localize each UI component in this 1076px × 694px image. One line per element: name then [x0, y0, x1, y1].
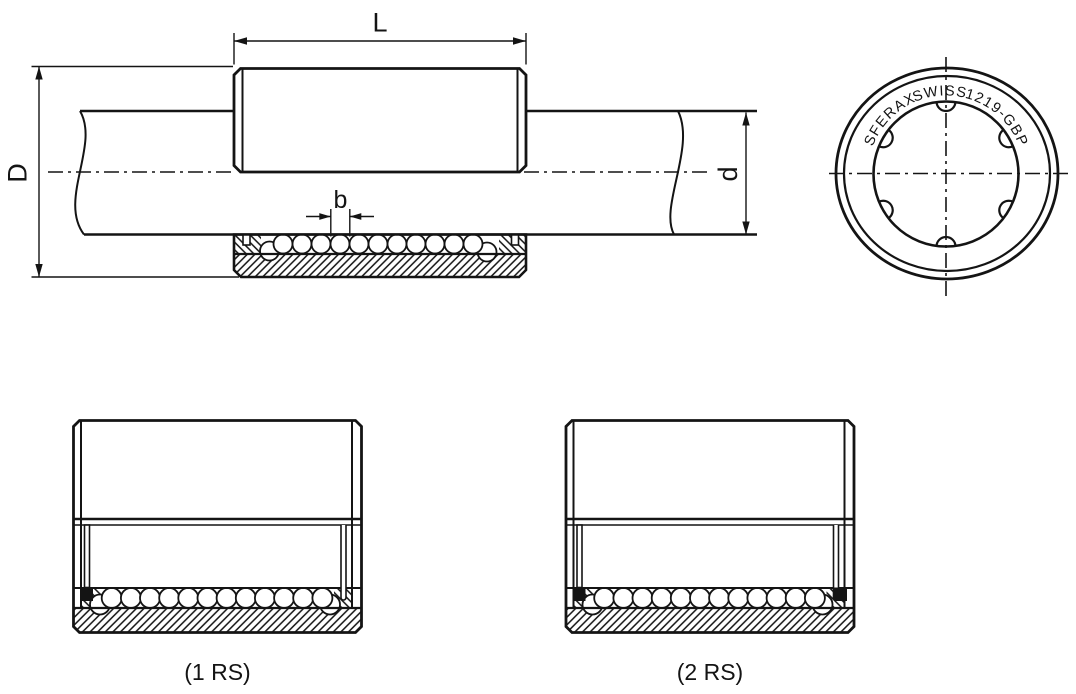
ball-groove [998, 128, 1015, 149]
ball-groove [935, 101, 957, 113]
arrowhead-right [349, 213, 362, 220]
bushing-outline [232, 67, 528, 174]
side-view: L D b d [3, 8, 757, 279]
bushing-detail-2rs [564, 419, 856, 634]
ball [348, 233, 370, 255]
ball-row [259, 233, 498, 263]
caption-2rs: (2 RS) [677, 659, 743, 685]
rubber-seal-right [834, 587, 847, 601]
dimension-d: d [713, 112, 750, 235]
arrowhead-top [742, 112, 750, 126]
bearing-section [232, 233, 528, 279]
dim-label-D: D [3, 163, 33, 183]
arrowhead-bottom [35, 264, 43, 277]
retainer-notch-right [510, 233, 520, 246]
ball-groove [998, 199, 1015, 220]
dimension-D: D [3, 65, 239, 278]
dimension-L: L [233, 8, 527, 65]
dimension-b: b [306, 186, 374, 237]
retainer-notch-left [242, 233, 251, 246]
sleeve-section-hatch [235, 254, 525, 276]
arrowhead-bottom [742, 221, 750, 235]
caption-1rs: (1 RS) [184, 659, 250, 685]
arrowhead-top [35, 66, 43, 80]
ball [424, 233, 446, 255]
ball [405, 233, 427, 255]
ball [291, 233, 313, 255]
bushing-detail-1rs [72, 419, 363, 634]
ball [462, 233, 484, 255]
shaft-break-line-right [669, 110, 684, 235]
arrowhead-right [513, 37, 526, 45]
arrowhead-left [319, 213, 331, 220]
ball [272, 233, 294, 255]
detail-view-2rs: (2 RS) [564, 419, 856, 685]
detail-view-1rs: (1 RS) [72, 419, 363, 685]
ball [443, 233, 465, 255]
bearing-body [232, 67, 528, 174]
ball-groove [877, 199, 894, 220]
ball-groove [877, 128, 894, 149]
ball [367, 233, 389, 255]
ball [310, 233, 332, 255]
dim-label-L: L [372, 8, 387, 38]
dim-label-d: d [713, 166, 743, 181]
ball [386, 233, 408, 255]
dim-label-b: b [334, 186, 348, 214]
ball [329, 233, 351, 255]
arrowhead-left [234, 37, 247, 45]
